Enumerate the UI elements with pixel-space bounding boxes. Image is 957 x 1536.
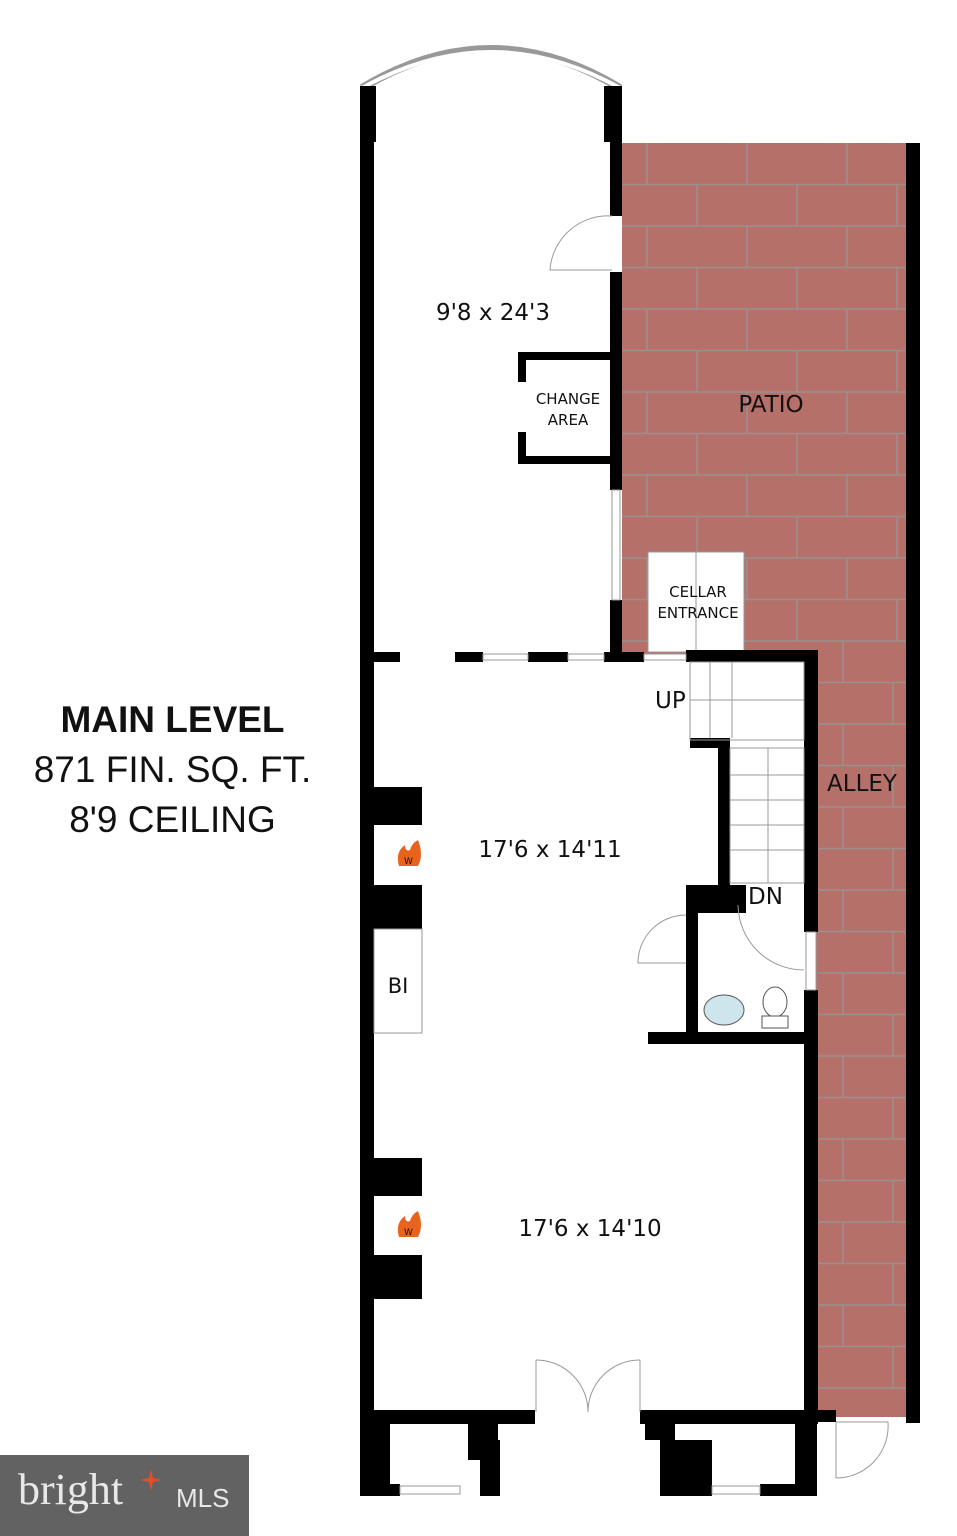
walls: [360, 86, 920, 1496]
level-title: MAIN LEVEL: [60, 699, 285, 740]
stairs-down-label: DN: [748, 884, 783, 910]
toilet: [762, 986, 788, 1018]
patio-label: PATIO: [738, 392, 803, 418]
built-in-label: BI: [388, 974, 409, 998]
stairs-up-label: UP: [655, 688, 686, 714]
logo-brand: bright: [18, 1465, 124, 1514]
windows: [399, 489, 817, 1495]
logo-suffix: MLS: [176, 1483, 230, 1513]
built-in: [373, 928, 423, 1034]
cellar-label-2: ENTRANCE: [657, 604, 738, 622]
star-icon: [140, 1469, 162, 1491]
level-area: 871 FIN. SQ. FT.: [33, 749, 312, 790]
change-area-label: CHANGE: [536, 390, 600, 408]
room-rear-dimension: 9'8 x 24'3: [436, 300, 550, 326]
change-area-label-2: AREA: [548, 411, 589, 429]
svg-text:W: W: [404, 857, 413, 867]
room-middle-dimension: 17'6 x 14'11: [478, 837, 621, 863]
level-ceiling: 8'9 CEILING: [69, 799, 276, 840]
alley-label: ALLEY: [827, 771, 898, 797]
fireplace-icon: W: [397, 840, 421, 867]
stairs: [689, 661, 805, 884]
level-summary: MAIN LEVEL 871 FIN. SQ. FT. 8'9 CEILING: [0, 695, 345, 845]
cellar-label: CELLAR: [669, 583, 727, 601]
fireplace-icon: W: [397, 1211, 421, 1238]
sink: [703, 994, 745, 1026]
bright-mls-logo: bright MLS: [0, 1455, 249, 1536]
svg-text:W: W: [404, 1228, 413, 1238]
room-front-dimension: 17'6 x 14'10: [518, 1216, 661, 1242]
doors: [535, 215, 889, 1479]
